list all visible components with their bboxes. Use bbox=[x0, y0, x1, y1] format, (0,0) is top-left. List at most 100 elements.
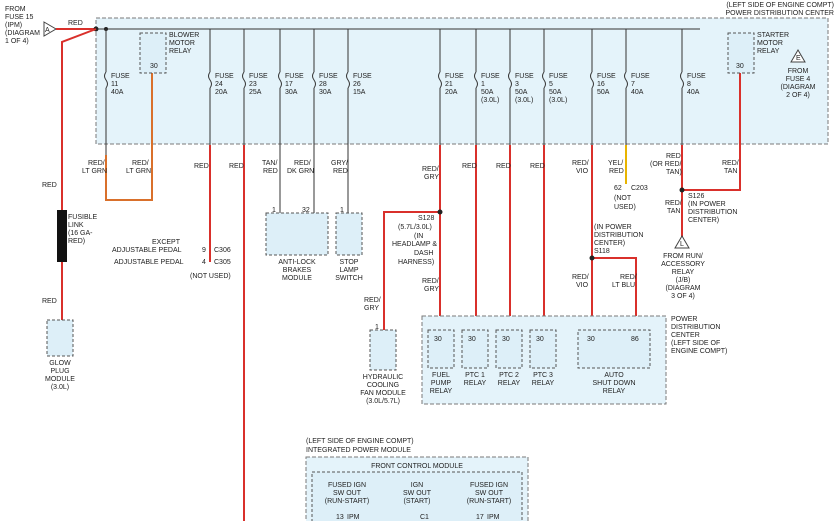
svg-text:PTC 1: PTC 1 bbox=[465, 372, 485, 379]
wire-label-red-vio-16-l2: VIO bbox=[576, 168, 589, 175]
wire-label-red-gry-s128-l1: RED/ bbox=[422, 278, 439, 285]
splice-s128-dot bbox=[437, 209, 443, 215]
s128-l1: S128 bbox=[418, 215, 434, 222]
svg-text:AUTO: AUTO bbox=[604, 372, 624, 379]
abs-l2: BRAKES bbox=[283, 267, 312, 274]
wire-label-tan-red-l2: RED bbox=[263, 168, 278, 175]
svg-text:FUSE: FUSE bbox=[631, 73, 650, 80]
blower-motor-relay-box bbox=[139, 32, 167, 74]
c203-conn: C203 bbox=[631, 185, 648, 192]
s128-l6: HARNESS) bbox=[398, 259, 434, 266]
pedal-pin9: 9 bbox=[202, 247, 206, 254]
connector-a-label: A bbox=[45, 27, 50, 34]
s126-l2: (IN POWER bbox=[688, 201, 726, 208]
from-fuse15-line5: 1 OF 4) bbox=[5, 38, 29, 45]
pedal-adjustable1: ADJUSTABLE PEDAL bbox=[112, 247, 182, 254]
svg-text:1: 1 bbox=[481, 81, 485, 88]
wire-label-red-gry-21-l1: RED/ bbox=[422, 166, 439, 173]
svg-text:PTC 2: PTC 2 bbox=[499, 372, 519, 379]
svg-text:SW OUT: SW OUT bbox=[333, 490, 362, 497]
ipm-l1: (LEFT SIDE OF ENGINE COMPT) bbox=[306, 438, 414, 445]
fusible-link-l4: RED) bbox=[68, 238, 85, 245]
fused-ign-sw-out-2: FUSED IGN SW OUT (RUN-START) 17 IPM bbox=[467, 482, 511, 521]
s118-l2: DISTRIBUTION bbox=[594, 232, 643, 239]
anti-lock-brakes-module-box bbox=[265, 212, 329, 256]
stop-lamp-l1: STOP bbox=[340, 259, 359, 266]
svg-text:25A: 25A bbox=[249, 89, 262, 96]
fuse-26: FUSE 26 15A bbox=[346, 29, 372, 213]
c203-l2: USED) bbox=[614, 204, 636, 211]
wire-label-red-gry-hyd-l2: GRY bbox=[364, 305, 379, 312]
s128-l5: DASH bbox=[414, 250, 433, 257]
svg-text:3: 3 bbox=[515, 81, 519, 88]
connector-l-label: L bbox=[680, 241, 684, 248]
ipm-l2: INTEGRATED POWER MODULE bbox=[306, 447, 411, 454]
svg-text:30A: 30A bbox=[319, 89, 332, 96]
fuse-16: FUSE 16 50A bbox=[590, 29, 616, 145]
wire-label-red-tan-s126-l2: TAN bbox=[667, 208, 680, 215]
svg-text:C1: C1 bbox=[420, 514, 429, 521]
from-run-l4: (J/B) bbox=[676, 277, 691, 284]
svg-text:8: 8 bbox=[687, 81, 691, 88]
from-run-l1: FROM RUN/ bbox=[663, 253, 703, 260]
from-fuse15-line4: (DIAGRAM bbox=[5, 30, 40, 37]
wire-red-to-fusible-link bbox=[61, 28, 97, 210]
front-control-module-box bbox=[311, 471, 523, 521]
connector-l-icon bbox=[674, 235, 690, 249]
starter-relay-l1: STARTER bbox=[757, 32, 789, 39]
from-fuse4-l2: FUSE 4 bbox=[786, 76, 811, 83]
fusible-link-l2: LINK bbox=[68, 222, 84, 229]
pdc-lower-l4: (LEFT SIDE OF bbox=[671, 340, 720, 347]
splice-s118-dot bbox=[589, 255, 595, 261]
abs-l3: MODULE bbox=[282, 275, 312, 282]
svg-text:40A: 40A bbox=[687, 89, 700, 96]
fuse-8: FUSE 8 40A bbox=[680, 29, 706, 145]
hydraulic-cooling-fan-module-box bbox=[369, 329, 397, 371]
fusible-link-l1: FUSIBLE bbox=[68, 214, 98, 221]
svg-text:7: 7 bbox=[631, 81, 635, 88]
wire-label-red-vio-16-l1: RED/ bbox=[572, 160, 589, 167]
svg-text:IGN: IGN bbox=[411, 482, 423, 489]
s118-l1: (IN POWER bbox=[594, 224, 632, 231]
starter-relay-l3: RELAY bbox=[757, 48, 780, 55]
fuse-5: FUSE 5 50A (3.0L) bbox=[542, 29, 568, 145]
pdc-lower-l3: CENTER bbox=[671, 332, 700, 339]
svg-text:50A: 50A bbox=[597, 89, 610, 96]
c203-pin: 62 bbox=[614, 185, 622, 192]
svg-text:RELAY: RELAY bbox=[498, 380, 521, 387]
wire-label-red-1: RED bbox=[462, 163, 477, 170]
wire-label-red-vio-s118-l1: RED/ bbox=[572, 274, 589, 281]
pedal-pin4: 4 bbox=[202, 259, 206, 266]
wire-label-gry-red-l1: GRY/ bbox=[331, 160, 348, 167]
wire-label-yel-red-l2: RED bbox=[609, 168, 624, 175]
glow-plug-l2: PLUG bbox=[50, 368, 69, 375]
svg-text:30A: 30A bbox=[285, 89, 298, 96]
wire-label-gry-red-l2: RED bbox=[333, 168, 348, 175]
s126-l1: S126 bbox=[688, 193, 704, 200]
wire-label-red-or-redtan-l3: TAN) bbox=[666, 169, 682, 176]
wire-label-tan-red-l1: TAN/ bbox=[262, 160, 277, 167]
wire-label-red-ltgrn-1-l1: RED/ bbox=[88, 160, 105, 167]
wire-label-red-ltgrn-2-l2: LT GRN bbox=[126, 168, 151, 175]
connector-e-icon bbox=[790, 49, 806, 63]
abs-l1: ANTI-LOCK bbox=[278, 259, 316, 266]
svg-text:RELAY: RELAY bbox=[603, 388, 626, 395]
pedal-c305: C305 bbox=[214, 259, 231, 266]
wire-label-red-vio-s118-l2: VIO bbox=[576, 282, 589, 289]
svg-text:86: 86 bbox=[631, 336, 639, 343]
fuse-21: FUSE 21 20A bbox=[438, 29, 464, 145]
wire-label-red-tan-starter-l1: RED/ bbox=[722, 160, 739, 167]
svg-text:30: 30 bbox=[587, 336, 595, 343]
wire-label-red-or-redtan-l2: (OR RED/ bbox=[650, 161, 682, 168]
pedal-adjustable2: ADJUSTABLE PEDAL bbox=[114, 259, 184, 266]
svg-text:(RUN-START): (RUN-START) bbox=[325, 498, 369, 505]
from-fuse15-line3: (IPM) bbox=[5, 22, 22, 29]
fusible-link-icon bbox=[57, 210, 67, 262]
wire-label-red-5: RED bbox=[530, 163, 545, 170]
svg-text:28: 28 bbox=[319, 81, 327, 88]
from-run-l5: (DIAGRAM bbox=[666, 285, 701, 292]
svg-text:11: 11 bbox=[111, 81, 118, 88]
from-fuse4-l4: 2 OF 4) bbox=[786, 92, 810, 99]
